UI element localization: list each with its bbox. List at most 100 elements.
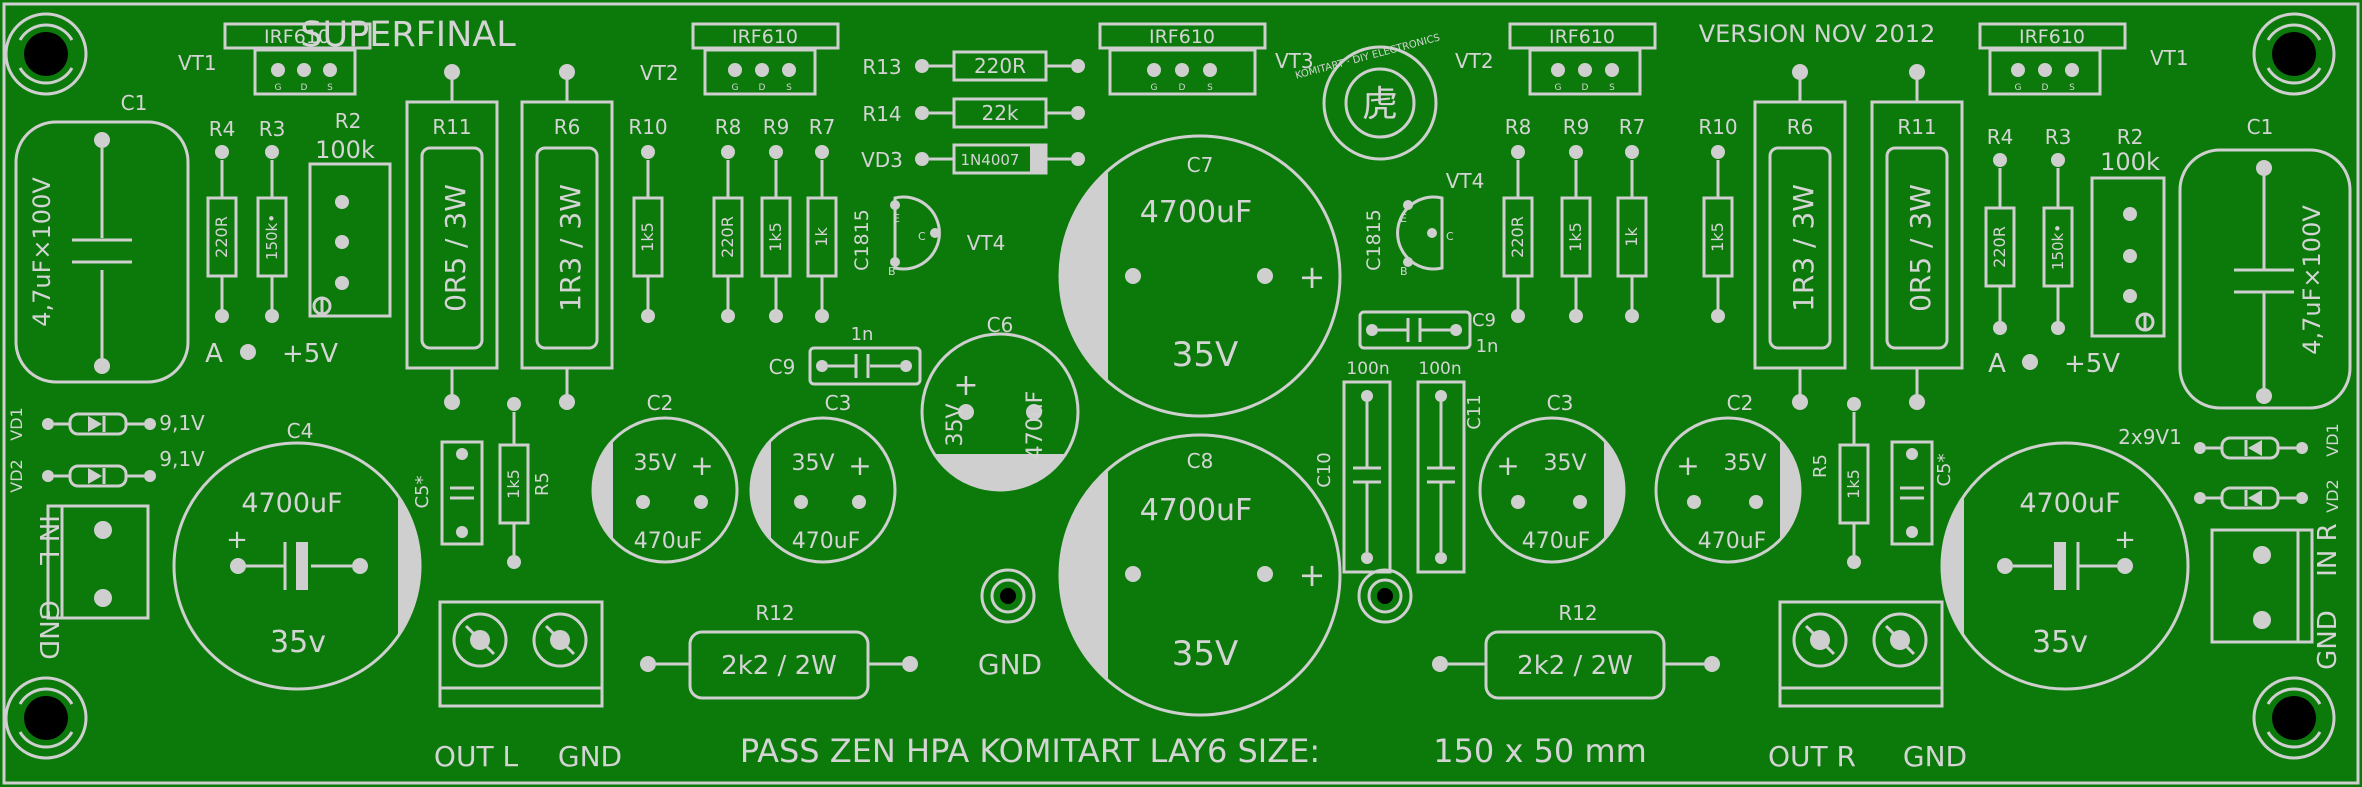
svg-text:IRF610: IRF610 [264, 26, 330, 48]
svg-text:C1: C1 [121, 91, 148, 115]
capacitor-c4-right: 4700uF + 35v [1940, 441, 2190, 691]
vt3-label: VT3 [1275, 49, 1314, 73]
svg-text:IRF610: IRF610 [1149, 26, 1215, 48]
svg-text:4700uF: 4700uF [1140, 195, 1253, 230]
svg-text:35V: 35V [1172, 335, 1239, 375]
svg-text:C5*: C5* [412, 475, 433, 508]
svg-text:R7: R7 [1619, 115, 1646, 139]
vt1-left-label: VT1 [178, 51, 217, 75]
svg-text:C10: C10 [1314, 452, 1335, 487]
resistor-r12-left: R12 2k2 / 2W [640, 601, 918, 700]
svg-text:IRF610: IRF610 [1549, 26, 1615, 48]
resistor-r8-right: R8 220R [1502, 115, 1534, 323]
svg-text:VT4: VT4 [967, 231, 1006, 255]
svg-text:B: B [888, 265, 896, 278]
resistor-r13: R13 220R [862, 50, 1085, 82]
transistor-vt4-right: ECB C1815 VT4 [1363, 169, 1484, 278]
resistor-r8-left: R8 220R [712, 115, 744, 323]
svg-text:GND: GND [978, 648, 1042, 681]
svg-text:R11: R11 [432, 115, 471, 139]
capacitor-c9-right: C9 1n [1358, 310, 1498, 357]
svg-text:R2: R2 [2117, 125, 2144, 149]
svg-text:IN R: IN R [2313, 523, 2343, 576]
svg-text:R13: R13 [862, 55, 901, 79]
vt2-right-label: VT2 [1455, 49, 1494, 73]
svg-text:220R: 220R [974, 54, 1026, 78]
svg-text:A: A [1988, 349, 2006, 379]
svg-text:C3: C3 [825, 391, 852, 415]
svg-text:22k: 22k [981, 101, 1018, 125]
capacitor-c8: C8 4700uF + 35V [1058, 433, 1342, 717]
svg-text:1k5: 1k5 [638, 222, 657, 252]
svg-text:R6: R6 [1787, 115, 1814, 139]
svg-text:GND: GND [33, 600, 63, 660]
svg-text:220R: 220R [718, 216, 737, 258]
label-a-5v-left: A +5V [205, 339, 338, 369]
svg-text:GND: GND [2313, 610, 2343, 670]
svg-text:9,1V: 9,1V [159, 411, 205, 435]
svg-text:35V: 35V [633, 451, 676, 476]
svg-text:2k2 / 2W: 2k2 / 2W [721, 651, 837, 681]
svg-text:C: C [918, 230, 926, 243]
resistor-r10-left: R10 1k5 [628, 115, 668, 323]
diode-vd1-right: 2x9V1 VD1 [2118, 423, 2342, 460]
capacitor-c2-right: C2 + 35V 470uF [1654, 391, 1802, 564]
svg-text:R9: R9 [763, 115, 790, 139]
svg-text:D: D [759, 83, 766, 93]
footer-text: PASS ZEN HPA KOMITART LAY6 SIZE: [740, 732, 1320, 770]
mounting-hole-tl [4, 12, 88, 96]
vt2-left-label: VT2 [640, 61, 679, 85]
svg-text:35V: 35V [1543, 451, 1586, 476]
svg-text:1k5: 1k5 [766, 222, 785, 252]
svg-text:R12: R12 [755, 601, 794, 625]
svg-text:E: E [1400, 212, 1407, 225]
board-version: VERSION NOV 2012 [1699, 20, 1936, 48]
capacitor-c4-left: C4 4700uF + 35v [172, 419, 422, 691]
svg-text:R11: R11 [1897, 115, 1936, 139]
svg-text:R3: R3 [259, 117, 286, 141]
svg-text:D: D [2042, 83, 2049, 93]
svg-text:150k•: 150k• [263, 214, 281, 260]
svg-text:VD1: VD1 [2323, 423, 2342, 456]
svg-text:4,7uF×100V: 4,7uF×100V [2298, 205, 2326, 355]
svg-text:9,1V: 9,1V [159, 447, 205, 471]
svg-text:D: D [301, 83, 308, 93]
svg-text:470uF: 470uF [1023, 391, 1048, 460]
capacitor-c7: C7 4700uF + 35V [1058, 134, 1342, 418]
resistor-r5-left: 1k5 R5 [498, 397, 553, 569]
mounting-hole-br [2252, 676, 2336, 760]
label-a-5v-right: A +5V [1988, 349, 2120, 379]
capacitor-c9-left: C9 1n [769, 324, 922, 386]
svg-text:R4: R4 [1987, 125, 2014, 149]
gnd-pad-right [1357, 568, 1413, 624]
svg-text:+: + [953, 368, 978, 403]
svg-text:4,7uF×100V: 4,7uF×100V [28, 177, 56, 327]
svg-text:C4: C4 [287, 419, 314, 443]
svg-text:220R: 220R [1508, 216, 1527, 258]
svg-text:+: + [1496, 449, 1519, 482]
svg-text:R5: R5 [532, 472, 553, 496]
capacitor-c1-right: C1 4,7uF×100V [2178, 115, 2352, 410]
svg-text:IRF610: IRF610 [2019, 26, 2085, 48]
svg-text:R4: R4 [209, 117, 236, 141]
svg-text:1R3 / 3W: 1R3 / 3W [554, 184, 587, 312]
svg-text:+: + [690, 449, 713, 482]
svg-text:+: + [2114, 525, 2136, 555]
svg-text:S: S [1609, 83, 1615, 93]
resistor-r14: R14 22k [862, 97, 1085, 129]
mounting-hole-tr [2252, 12, 2336, 96]
diode-vd3: VD3 1N4007 [861, 143, 1085, 175]
svg-text:B: B [1400, 265, 1408, 278]
resistor-r7-right: R7 1k [1616, 115, 1648, 323]
svg-text:S: S [2069, 83, 2075, 93]
svg-text:OUT R: OUT R [1768, 740, 1856, 773]
svg-text:R9: R9 [1563, 115, 1590, 139]
svg-text:1k5: 1k5 [1708, 222, 1727, 252]
svg-text:35V: 35V [1172, 634, 1239, 674]
svg-text:C2: C2 [647, 391, 674, 415]
svg-text:0R5 / 3W: 0R5 / 3W [1904, 184, 1937, 312]
